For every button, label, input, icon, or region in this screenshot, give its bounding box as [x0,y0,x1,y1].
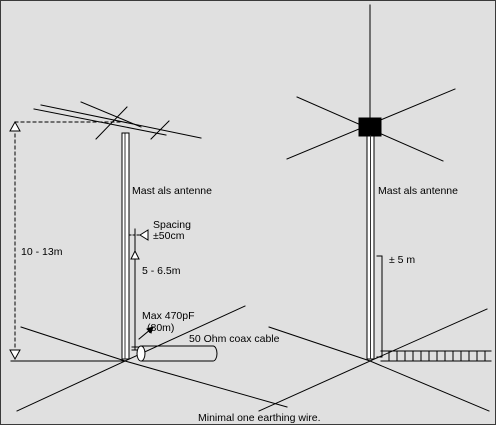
footer-note: Minimal one earthing wire. [198,412,321,424]
spacing-indicator [128,229,149,241]
left-beam-antenna [33,101,202,140]
left-mast [121,132,130,360]
feed-height-dimension [130,249,140,277]
right-mast [366,135,375,360]
right-mast-label: Mast als antenne [378,185,458,197]
coax-label: 50 Ohm coax cable [189,333,280,345]
height-dimension [9,120,123,361]
right-feed-height-label: ± 5 m [389,254,416,266]
right-feed-box [358,117,382,137]
left-mast-label: Mast als antenne [132,185,212,197]
spacing-value: ±50cm [153,230,185,242]
height-range-label: 10 - 13m [21,246,63,258]
capacitor-band-label: (80m) [147,322,175,334]
right-feed-wire [376,255,383,358]
spacing-label: Spacing [153,219,191,231]
capacitor-symbol [131,326,154,351]
ground-wire-ladder [380,350,492,362]
coax-cable [136,345,218,362]
capacitor-label: Max 470pF [142,310,195,322]
left-feed-height-label: 5 - 6.5m [142,265,181,277]
